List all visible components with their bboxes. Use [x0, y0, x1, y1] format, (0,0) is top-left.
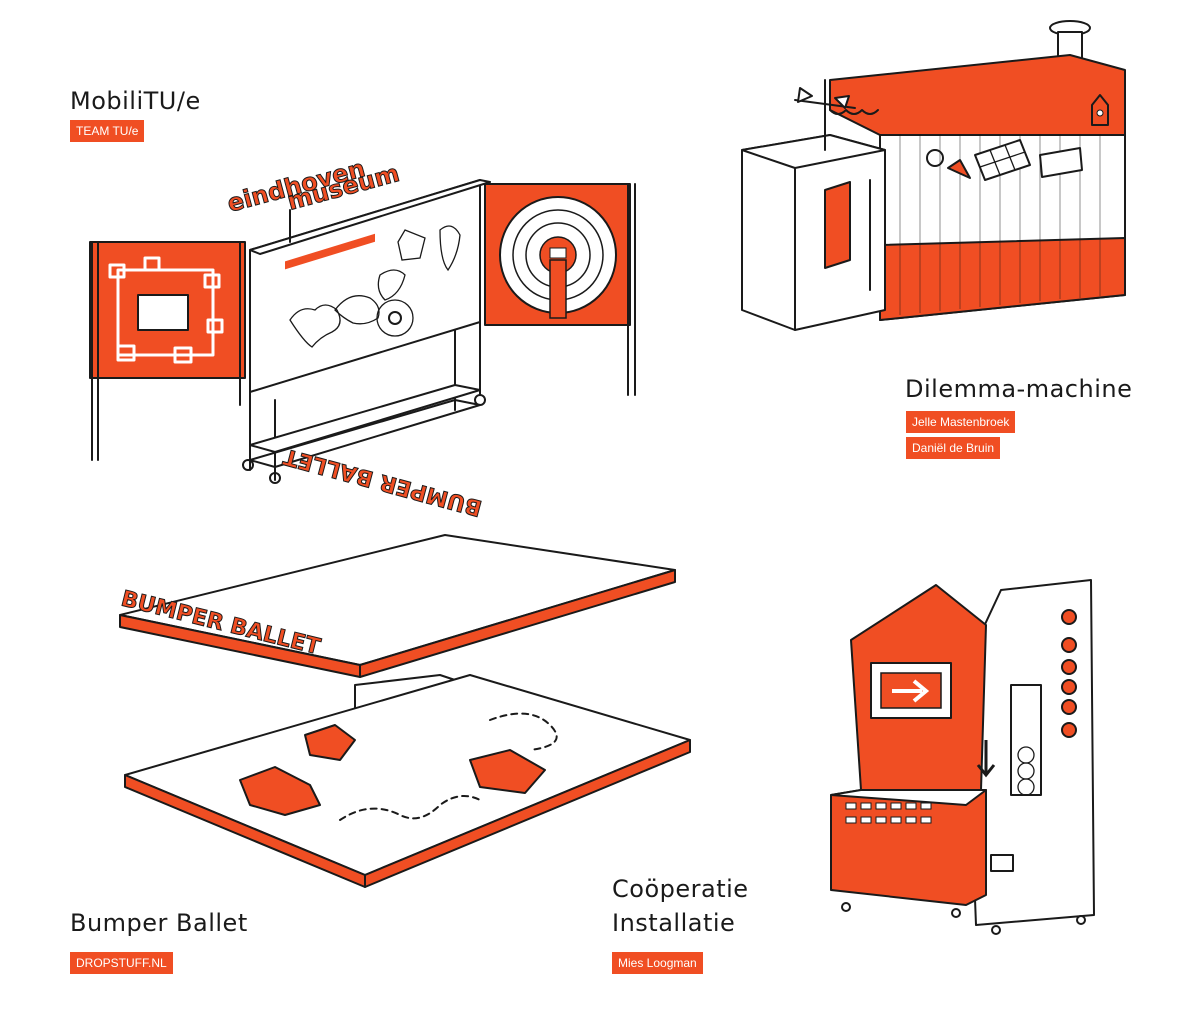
solar-panel-icon — [974, 139, 1031, 181]
tag-dropstuff[interactable]: DROPSTUFF.NL — [70, 952, 173, 974]
tag-team-tue-label: TEAM TU/e — [76, 124, 139, 138]
tag-mies-loogman[interactable]: Mies Loogman — [612, 952, 703, 974]
tag-daniel-de-bruin-label: Daniël de Bruin — [912, 441, 995, 455]
tag-mies-loogman-label: Mies Loogman — [618, 956, 697, 970]
exhibit-title-cooperatie-line2: Installatie — [612, 909, 736, 937]
exhibit-title-cooperatie-line1: Coöperatie — [612, 875, 749, 903]
tag-jelle-mastenbroek[interactable]: Jelle Mastenbroek — [906, 411, 1016, 433]
arrow-down-icon — [976, 740, 996, 778]
tag-daniel-de-bruin[interactable]: Daniël de Bruin — [906, 437, 1001, 459]
exhibit-title-dilemma-machine: Dilemma-machine — [905, 375, 1133, 403]
birdhouse-icon — [1091, 94, 1109, 126]
dilemma-machine-illustration — [741, 20, 1126, 331]
arrow-right-icon — [892, 679, 930, 703]
tag-jelle-mastenbroek-label: Jelle Mastenbroek — [912, 415, 1010, 429]
tag-team-tue[interactable]: TEAM TU/e — [70, 120, 145, 142]
exhibit-title-mobilitue: MobiliTU/e — [70, 87, 201, 115]
wind-vane-icon — [794, 79, 856, 151]
cooperatie-illustration — [830, 579, 1095, 935]
mobilitue-illustration: where did you come from? eindhoven museu… — [89, 154, 636, 484]
exhibit-title-bumper-ballet: Bumper Ballet — [70, 909, 248, 937]
bumper-ballet-illustration: BUMPER BALLET BUMPER BALLET — [118, 443, 691, 888]
tag-dropstuff-label: DROPSTUFF.NL — [76, 956, 167, 970]
